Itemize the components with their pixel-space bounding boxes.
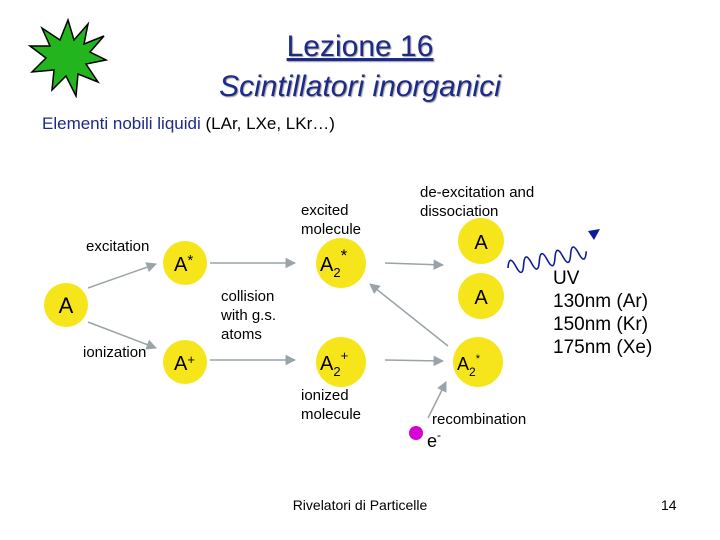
product-atom-label-2: A	[474, 287, 488, 309]
label-recombination: recombination	[432, 411, 526, 428]
footer-course-name: Rivelatori di Particelle	[292, 497, 428, 513]
footer-page-number: 14	[661, 497, 677, 513]
arrow-to-recombined	[384, 355, 445, 367]
excited-molecule-label: A2*	[320, 246, 348, 280]
product-atom-node-2	[458, 273, 504, 319]
arrow-recombined-back	[369, 283, 449, 347]
arrow-excitation	[87, 262, 157, 289]
label-ionization: ionization	[83, 344, 146, 361]
ion-atom-label: A+	[174, 352, 195, 375]
electron-label: e-	[427, 428, 441, 451]
ionized-molecule-node-label: A2+	[320, 348, 348, 379]
arrow-to-dissociation	[384, 259, 445, 270]
slide-subtitle: Scintillatori inorganici	[219, 70, 501, 103]
label-excited-molecule-2: molecule	[301, 221, 361, 238]
section-heading: Elementi nobili liquidi (LAr, LXe, LKr…)	[42, 114, 335, 134]
atom-label: A	[59, 293, 74, 318]
green-star-icon	[28, 18, 108, 98]
atom-node	[44, 283, 88, 327]
recombined-molecule-label: A2*	[457, 353, 481, 379]
product-atom-label-1: A	[474, 232, 488, 254]
uv-wave-icon	[507, 246, 588, 274]
label-uv-ar: 130nm (Ar)	[553, 291, 648, 312]
label-deexcitation-2: dissociation	[420, 203, 498, 220]
excited-atom-label: A*	[174, 252, 193, 276]
label-ionized-molecule-1: ionized	[301, 387, 349, 404]
arrow-ionization	[87, 321, 157, 350]
label-collision-1: collision	[221, 288, 274, 305]
uv-arrowhead-icon	[588, 229, 600, 240]
label-excitation: excitation	[86, 238, 149, 255]
slide-title: Lezione 16	[286, 30, 434, 63]
electron-dot-icon	[409, 426, 423, 440]
label-uv: UV	[553, 268, 580, 289]
label-ionized-molecule-2: molecule	[301, 406, 361, 423]
ion-atom-node	[163, 340, 207, 384]
excited-atom-node	[163, 241, 207, 285]
excited-molecule-node	[316, 238, 366, 288]
label-deexcitation-1: de-excitation and	[420, 184, 534, 201]
label-collision-3: atoms	[221, 326, 262, 343]
arrow-recombination	[427, 381, 447, 419]
section-heading-paren: (LAr, LXe, LKr…)	[200, 114, 335, 133]
label-uv-kr: 150nm (Kr)	[553, 314, 648, 335]
label-uv-xe: 175nm (Xe)	[553, 337, 652, 358]
ionized-molecule-node	[316, 337, 366, 387]
label-excited-molecule-1: excited	[301, 202, 349, 219]
label-collision-2: with g.s.	[220, 307, 276, 324]
recombined-molecule-node	[453, 337, 503, 387]
section-heading-main: Elementi nobili liquidi	[42, 114, 201, 133]
product-atom-node-1	[458, 218, 504, 264]
